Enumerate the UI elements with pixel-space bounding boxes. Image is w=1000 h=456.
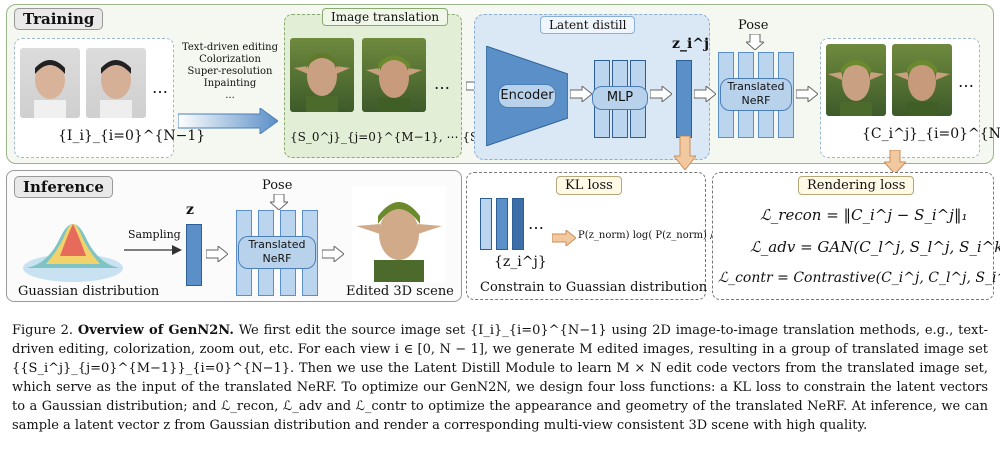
down-arrow-kl-icon: [674, 136, 696, 170]
kl-ellipsis: …: [528, 214, 544, 233]
elf-face-icon: [366, 55, 422, 112]
elf-face-icon: [356, 202, 442, 282]
translated-ellipsis: …: [434, 74, 450, 93]
inference-tag: Inference: [14, 176, 113, 198]
edited-3d-scene-image: [352, 186, 446, 282]
mlp-label: MLP: [592, 86, 648, 110]
right-arrow-icon: [321, 244, 345, 264]
pose-label: Pose: [738, 18, 769, 33]
output-set-label: {C_i^j}_{i=0}^{N−1}: [862, 126, 1000, 142]
arrow-to-mlp: [569, 84, 593, 106]
kl-loss-tag: KL loss: [556, 176, 622, 195]
translated-face-2: [362, 38, 426, 112]
translation-arrow-icon: [178, 108, 278, 134]
right-arrow-icon: [649, 84, 673, 104]
caption-title: Overview of GenN2N.: [77, 323, 234, 338]
rendering-loss-tag: Rendering loss: [798, 176, 915, 195]
edit-method-item: Text-driven editing: [182, 42, 278, 53]
right-arrow-icon: [693, 84, 717, 104]
elf-face-icon: [294, 53, 350, 112]
rendering-loss-box: [712, 172, 994, 300]
sampling-arrow-icon: [124, 245, 182, 255]
pose-down-arrow-icon: [746, 34, 764, 50]
arrow-to-output: [795, 84, 819, 106]
latent-z-label: z_i^j: [672, 36, 710, 52]
translated-nerf-label: Translated NeRF: [720, 78, 792, 111]
sampling-label: Sampling: [128, 228, 181, 241]
arrow-to-z: [649, 84, 673, 106]
edit-methods-list: Text-driven editing Colorization Super-r…: [180, 42, 280, 102]
right-arrow-icon: [205, 244, 229, 264]
output-face-1: [826, 44, 886, 116]
kl-footer: Constrain to Guassian distribution: [480, 280, 708, 295]
elf-face-icon: [828, 60, 884, 116]
inference-latent-bar: [186, 224, 202, 286]
gaussian-distribution-icon: [23, 224, 123, 282]
right-arrow-icon: [795, 84, 819, 104]
figure-caption: Figure 2. Overview of GenN2N. We first e…: [12, 321, 988, 435]
contr-loss-formula: ℒ_contr = Contrastive(C_i^j, C_l^j, S_i^…: [718, 270, 1000, 286]
kl-arrow-icon: [552, 230, 576, 246]
inference-pose-arrow-icon: [270, 194, 288, 210]
down-arrow-render-icon: [884, 150, 906, 174]
elf-face-icon: [894, 60, 950, 116]
edited-scene-label: Edited 3D scene: [346, 284, 454, 299]
edit-method-item: Super-resolution: [187, 66, 273, 77]
encoder-label: Encoder: [498, 84, 556, 108]
recon-loss-formula: ℒ_recon = ‖C_i^j − S_i^j‖₁: [760, 206, 968, 224]
translated-face-1: [290, 38, 354, 112]
latent-distill-tag: Latent distill: [540, 16, 636, 34]
input-face-2: [86, 48, 146, 118]
input-ellipsis: …: [152, 78, 168, 97]
caption-label: Figure 2.: [12, 323, 74, 338]
image-translation-tag: Image translation: [322, 8, 449, 26]
kl-formula: P(z_norm) log( P(z_norm) / P(z) ): [578, 230, 744, 241]
adv-loss-formula: ℒ_adv = GAN(C_l^j, S_l^j, S_i^k): [750, 238, 1000, 256]
kl-latent-bar: [496, 198, 508, 250]
inference-pose-label: Pose: [262, 178, 293, 193]
person-face-icon: [100, 60, 132, 118]
kl-z-label: {z_i^j}: [494, 254, 547, 270]
arrow-to-inference-nerf: [205, 244, 229, 266]
training-tag: Training: [14, 8, 104, 30]
kl-latent-bar: [512, 198, 524, 250]
output-ellipsis: …: [958, 72, 974, 91]
kl-latent-bar: [480, 198, 492, 250]
gaussian-label: Guassian distribution: [18, 284, 160, 299]
arrow-to-nerf: [693, 84, 717, 106]
edit-method-item: Colorization: [199, 54, 261, 65]
edit-method-item: Inpainting: [203, 78, 257, 89]
right-arrow-icon: [569, 84, 593, 104]
inference-nerf-label: Translated NeRF: [238, 236, 316, 269]
edit-method-item: ...: [225, 90, 235, 101]
latent-vector-bar: [676, 60, 692, 138]
caption-text: We first edit the source image set {I_i}…: [12, 323, 988, 433]
input-face-1: [20, 48, 80, 118]
output-face-2: [892, 44, 952, 116]
inference-z-label: z: [186, 202, 194, 218]
arrow-to-scene: [321, 244, 345, 266]
person-face-icon: [34, 60, 66, 118]
input-set-label: {I_i}_{i=0}^{N−1}: [58, 128, 206, 144]
